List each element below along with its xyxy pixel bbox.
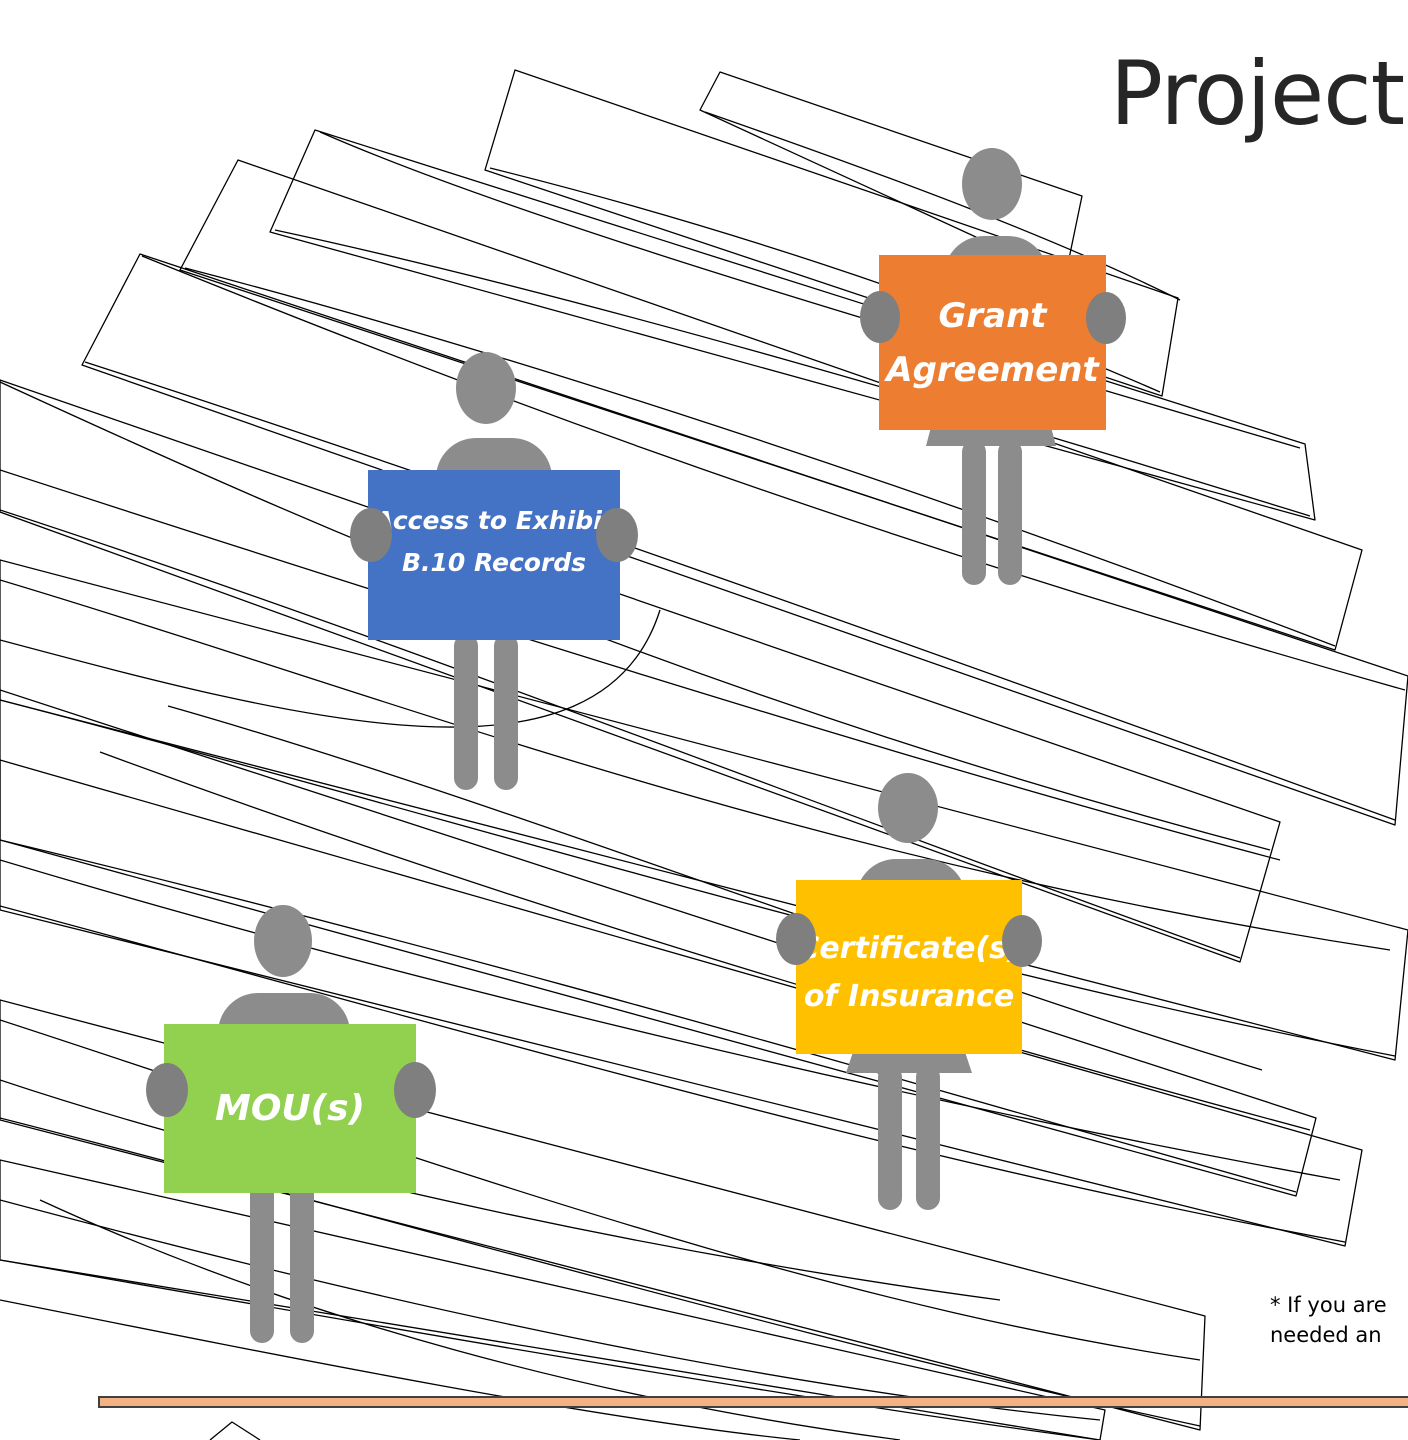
sign-text-line1: Grant xyxy=(938,295,1047,336)
figure-hand-left xyxy=(350,508,392,562)
sign-access-records: Access to Exhibit B.10 Records xyxy=(368,470,620,640)
figure-head xyxy=(254,905,312,977)
figure-hand-right xyxy=(596,508,638,562)
figure-leg-left xyxy=(962,440,986,585)
figure-head xyxy=(878,773,938,843)
sign-text-line2: of Insurance xyxy=(803,979,1015,1014)
figure-hand-left xyxy=(776,913,816,965)
figure-leg-right xyxy=(494,634,518,790)
figure-hand-right xyxy=(394,1062,436,1118)
figure-hand-right xyxy=(1002,915,1042,967)
sign-mous: MOU(s) xyxy=(164,1024,416,1193)
figure-mous: MOU(s) xyxy=(146,905,438,1345)
figure-certificates-insurance: Certificate(s) of Insurance xyxy=(776,773,1044,1213)
figure-hand-left xyxy=(146,1063,188,1117)
figure-hand-right xyxy=(1086,292,1126,344)
figure-head xyxy=(962,148,1022,220)
figure-access-records: Access to Exhibit B.10 Records xyxy=(348,352,640,792)
footnote-line1: * If you are xyxy=(1270,1293,1387,1317)
figure-leg-right xyxy=(998,440,1022,585)
footnote: * If you are needed an xyxy=(1270,1290,1408,1350)
figure-hand-left xyxy=(860,291,900,343)
figure-leg-left xyxy=(878,1065,902,1210)
sign-text-line1: Certificate(s) xyxy=(797,931,1021,966)
footnote-line2: needed an xyxy=(1270,1323,1382,1347)
figure-leg-left xyxy=(454,634,478,790)
sign-text-line1: Access to Exhibit xyxy=(374,506,614,535)
figure-grant-agreement: Grant Agreement xyxy=(858,148,1128,588)
page-title: Project xyxy=(1110,42,1405,145)
sign-certificates-insurance: Certificate(s) of Insurance xyxy=(796,880,1022,1054)
figure-leg-left xyxy=(250,1175,274,1343)
figure-head xyxy=(456,352,516,424)
sign-grant-agreement: Grant Agreement xyxy=(879,255,1106,430)
sign-text-line2: B.10 Records xyxy=(401,548,587,577)
timeline-bar xyxy=(98,1396,1408,1408)
figure-leg-right xyxy=(290,1175,314,1343)
figure-leg-right xyxy=(916,1065,940,1210)
sign-text-line2: Agreement xyxy=(886,349,1099,390)
sign-text-line1: MOU(s) xyxy=(215,1087,365,1129)
